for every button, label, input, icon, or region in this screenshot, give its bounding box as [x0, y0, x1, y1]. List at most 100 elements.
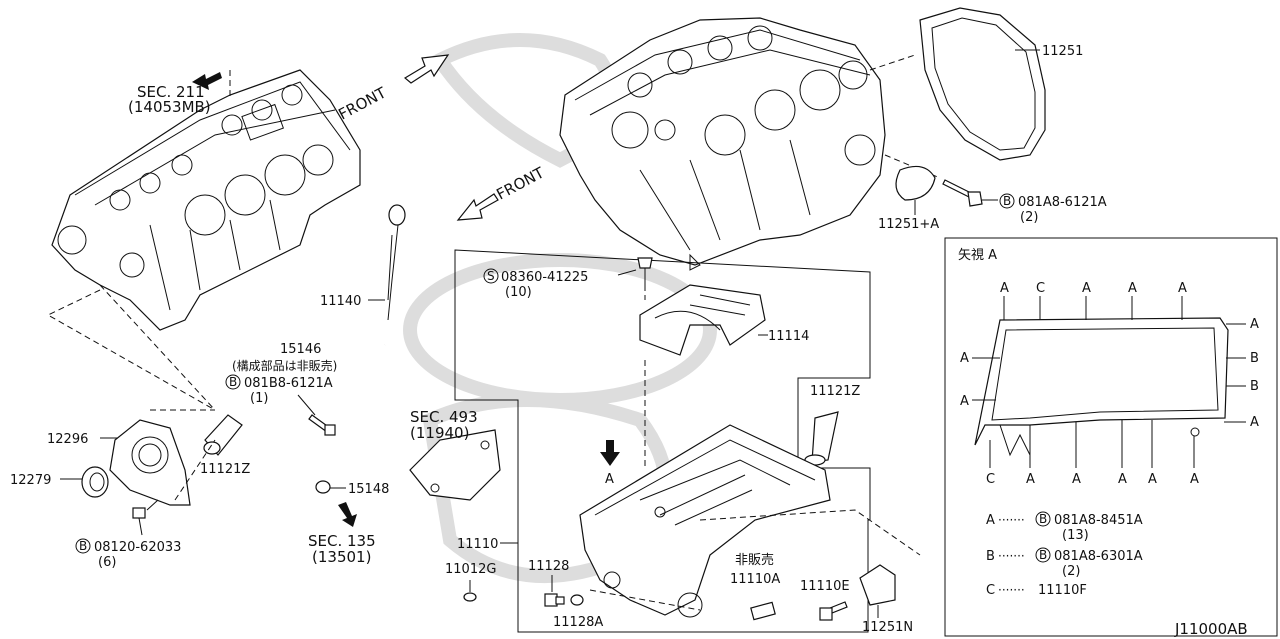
center-cylinder-block	[559, 17, 886, 271]
circle-b-letter: B	[1003, 194, 1011, 208]
svg-text:·······: ·······	[998, 513, 1025, 527]
label-11251: 11251	[1042, 44, 1083, 59]
circle-b-letter-2: B	[229, 375, 237, 389]
sec-493-ref: (11940)	[410, 424, 469, 442]
arrow-a-label: A	[605, 472, 614, 487]
pan-dash	[589, 509, 921, 611]
label-08360-qty: (10)	[505, 285, 532, 300]
sec-211-label: SEC. 211	[137, 83, 205, 101]
label-08120-62033: 08120-62033	[94, 540, 181, 555]
dipstick-tube	[302, 344, 387, 486]
oil-filter-left	[203, 414, 243, 456]
svg-text:C: C	[1036, 281, 1045, 296]
bolt-icon-081b8	[308, 414, 336, 436]
svg-text:A: A	[1250, 317, 1259, 332]
label-15148: 15148	[348, 482, 389, 497]
seal-dash	[150, 409, 216, 501]
view-a-title: 矢視 A	[958, 248, 997, 263]
front-label-1: FRONT	[335, 83, 389, 123]
label-11128: 11128	[528, 559, 569, 574]
svg-text:(13): (13)	[1062, 528, 1089, 543]
svg-text:B: B	[1039, 512, 1047, 526]
front-arrow-icon-2	[456, 193, 499, 221]
svg-text:A: A	[960, 351, 969, 366]
svg-text:·······: ·······	[998, 549, 1025, 563]
svg-text:A: A	[1128, 281, 1137, 296]
o-ring-15148	[315, 480, 331, 494]
sec-135-label: SEC. 135	[308, 532, 376, 550]
sec-493-label: SEC. 493	[410, 408, 478, 426]
oil-pan-lower-icon	[750, 601, 776, 621]
circle-s-letter: S	[487, 269, 495, 283]
bracket-sec-493	[409, 429, 501, 501]
center-block-dash	[869, 54, 941, 179]
svg-text:B: B	[986, 549, 995, 564]
label-11110: 11110	[457, 537, 498, 552]
view-a-pan-outline	[974, 317, 1229, 457]
svg-text:B: B	[1250, 379, 1259, 394]
bolt-icon-081a8-6121a	[942, 179, 983, 207]
svg-text:081A8-6301A: 081A8-6301A	[1054, 549, 1143, 564]
dipstick	[387, 204, 406, 321]
label-11114: 11114	[768, 329, 809, 344]
view-a-panel	[944, 237, 1278, 637]
screw-icon-08360	[637, 257, 653, 285]
label-081a8-6121a-qty: (2)	[1020, 210, 1038, 225]
sec-211-ref: (14053MB)	[128, 98, 211, 116]
label-11012g: 11012G	[445, 562, 496, 577]
sec-135-ref: (13501)	[312, 548, 371, 566]
circle-s-icon	[483, 268, 499, 284]
leader-08120	[146, 499, 159, 511]
label-hihanbai: 非販売	[735, 552, 774, 568]
svg-text:A: A	[1148, 472, 1157, 487]
label-15146: 15146	[280, 342, 321, 357]
left-block-dash	[46, 70, 231, 411]
label-08360-41225: 08360-41225	[501, 270, 588, 285]
label-11140: 11140	[320, 294, 361, 309]
label-11110a: 11110A	[730, 572, 780, 587]
svg-text:A: A	[986, 513, 995, 528]
bolt-icon-11110e	[819, 601, 848, 621]
svg-text:(2): (2)	[1062, 564, 1080, 579]
rear-oil-seal-retainer	[109, 419, 191, 506]
label-11251a: 11251+A	[878, 217, 939, 232]
sec-135-arrow-icon	[338, 502, 357, 527]
svg-text:A: A	[1000, 281, 1009, 296]
svg-text:081A8-8451A: 081A8-8451A	[1054, 513, 1143, 528]
svg-text:C: C	[986, 583, 995, 598]
svg-text:A: A	[1250, 415, 1259, 430]
front-label-2: FRONT	[493, 163, 547, 203]
label-15146-note: (構成部品は非販売)	[232, 358, 337, 373]
leader-081b8	[297, 394, 316, 416]
label-12279: 12279	[10, 473, 51, 488]
svg-text:A: A	[1026, 472, 1035, 487]
label-081b8-qty: (1)	[250, 391, 268, 406]
label-11128a: 11128A	[553, 615, 603, 630]
bracket-11251n	[859, 564, 896, 606]
svg-text:11110F: 11110F	[1038, 583, 1087, 598]
label-11251n: 11251N	[862, 620, 913, 635]
drain-plug-icon	[544, 593, 565, 607]
drain-washer-icon	[570, 594, 584, 606]
label-081a8-6121a: 081A8-6121A	[1018, 195, 1107, 210]
svg-text:A: A	[1118, 472, 1127, 487]
leader-08360	[617, 269, 637, 276]
label-081b8-6121a: 081B8-6121A	[244, 376, 333, 391]
view-a-letters: A C A A A C A A A A A A A A B B A	[960, 281, 1259, 487]
bolt-icon-08120	[132, 507, 146, 536]
svg-text:A: A	[1190, 472, 1199, 487]
svg-text:·······: ·······	[998, 583, 1025, 597]
circle-b-letter-3: B	[79, 539, 87, 553]
rear-plate-gasket	[919, 7, 1046, 161]
svg-text:A: A	[1178, 281, 1187, 296]
circle-b-icon-2	[225, 374, 241, 390]
svg-text:B: B	[1250, 351, 1259, 366]
svg-text:A: A	[960, 394, 969, 409]
label-11121z-left: 11121Z	[200, 462, 250, 477]
circle-b-icon-3	[75, 538, 91, 554]
small-cover-plate	[895, 165, 936, 201]
svg-text:B: B	[1039, 548, 1047, 562]
diagram-code: J11000AB	[1174, 620, 1248, 638]
label-08120-qty: (6)	[98, 555, 116, 570]
